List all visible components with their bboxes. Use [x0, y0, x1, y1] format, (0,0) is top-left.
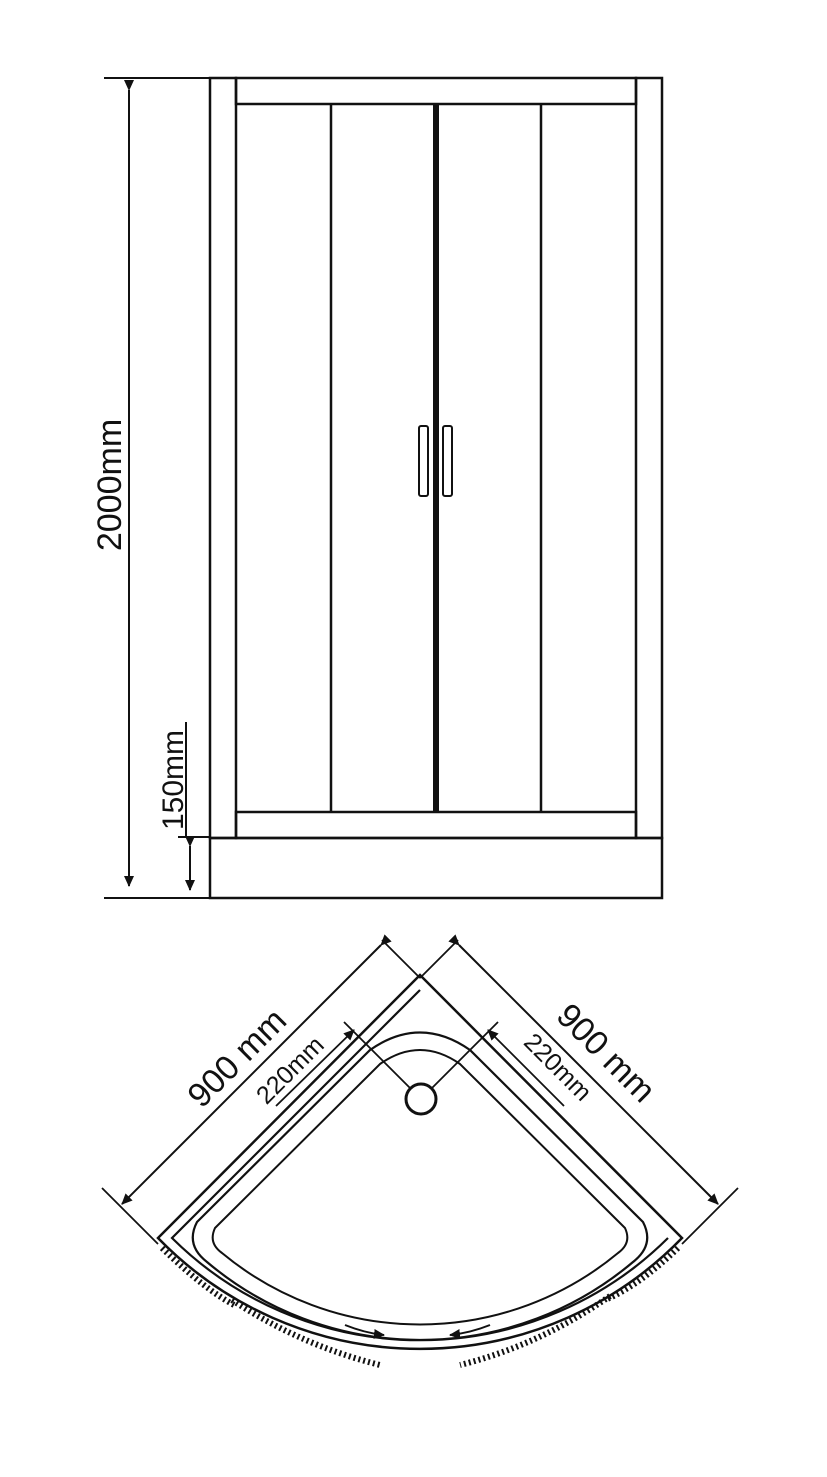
- front-elevation: [104, 76, 664, 900]
- tray-outer-edge: [156, 973, 684, 1351]
- right-door-handle: [442, 425, 453, 497]
- left-width-extension-a: [381, 939, 421, 979]
- tray-skirt: [208, 836, 664, 900]
- tray-height-label: 150mm: [157, 730, 190, 830]
- left-width-extension-b: [101, 1187, 159, 1245]
- right-drain-offset-line: [487, 1029, 565, 1107]
- left-width-dimension-line: [121, 934, 392, 1205]
- drain-icon: [404, 1082, 438, 1116]
- right-width-dimension-line: [448, 934, 719, 1205]
- door-rail-left-lower: [230, 1297, 381, 1368]
- door-rail-left: [159, 1245, 238, 1309]
- left-door-handle: [418, 425, 429, 497]
- left-drain-offset-line: [275, 1029, 355, 1107]
- height-label: 2000mm: [91, 419, 129, 551]
- left-post: [208, 76, 238, 840]
- right-width-extension-a: [419, 939, 459, 979]
- door-open-arrow-left: [344, 1324, 385, 1339]
- bottom-rail: [234, 810, 638, 840]
- door-rail-right: [603, 1245, 681, 1303]
- plan-view: [101, 934, 739, 1368]
- top-rail: [234, 76, 638, 106]
- door-seam: [433, 104, 439, 812]
- right-post: [634, 76, 664, 840]
- right-width-extension-b: [681, 1187, 739, 1245]
- door-open-arrow-right: [449, 1324, 491, 1339]
